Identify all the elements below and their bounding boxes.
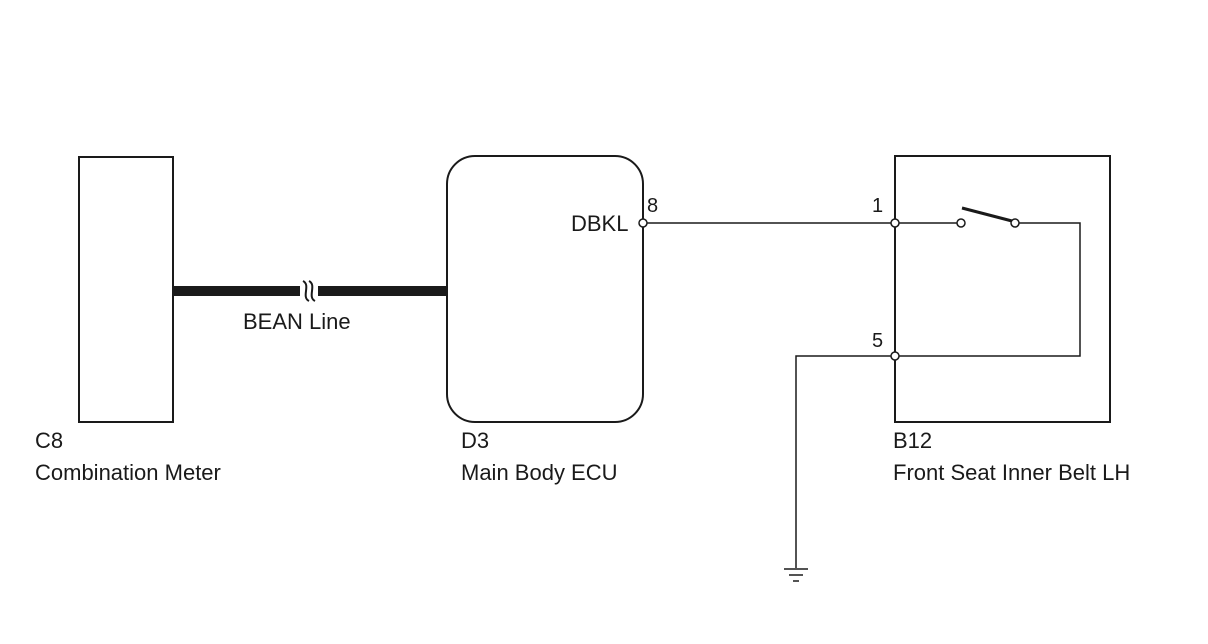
main-body-ecu-code: D3 [461,428,489,453]
belt-terminal-5 [890,351,900,361]
front-seat-belt-name: Front Seat Inner Belt LH [893,460,1130,485]
ground-symbol [784,568,808,582]
ecu-terminal-pin: 8 [647,195,658,217]
combination-meter-code: C8 [35,428,63,453]
front-seat-belt-code: B12 [893,428,932,453]
combination-meter-name: Combination Meter [35,460,221,485]
belt-terminal-1 [890,218,900,228]
ecu-terminal-8 [638,218,648,228]
main-body-ecu-name: Main Body ECU [461,460,618,485]
ground-wire [795,355,891,568]
switch-contact-right [1010,218,1020,228]
switch-contact-left [956,218,966,228]
bean-line-break-mark [302,280,316,302]
belt-pin-5-label: 5 [872,330,883,352]
main-body-ecu-box [446,155,644,423]
belt-pin-1-label: 1 [872,195,883,217]
switch-return-path [899,222,1081,357]
switch-blade [961,206,1013,223]
front-seat-belt-box [894,155,1111,423]
bean-line-label: BEAN Line [243,309,351,334]
ecu-terminal-name: DBKL [571,211,628,236]
combination-meter-box [78,156,174,423]
